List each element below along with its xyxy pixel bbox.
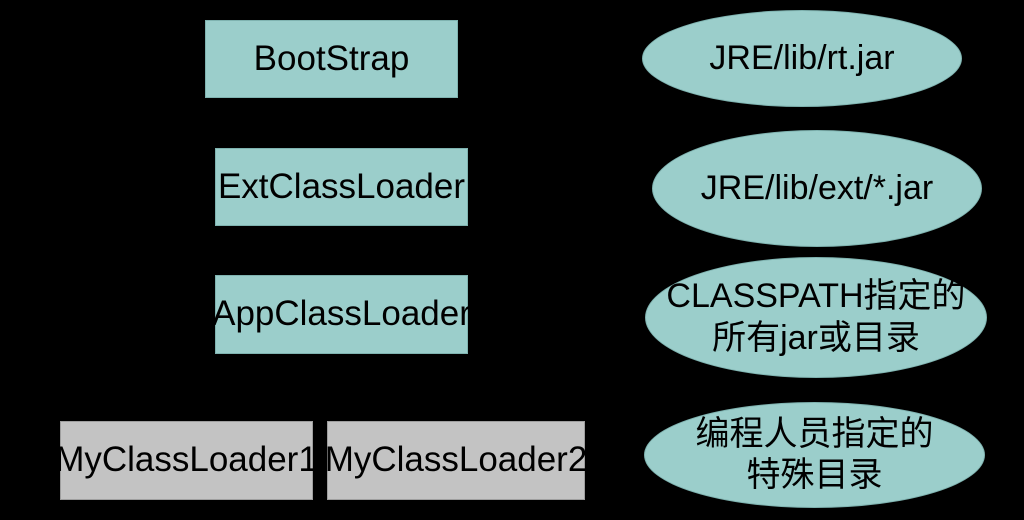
ellipse-jre-rt-jar: JRE/lib/rt.jar bbox=[642, 10, 962, 107]
ellipse-jre-ext-jar: JRE/lib/ext/*.jar bbox=[652, 130, 982, 247]
ellipse-programmer-special-dirs-line2: 特殊目录 bbox=[746, 456, 883, 494]
node-myclassloader1: MyClassLoader1 bbox=[55, 421, 318, 500]
ellipse-jre-rt-jar-label: JRE/lib/rt.jar bbox=[709, 38, 895, 77]
node-extclassloader-label: ExtClassLoader bbox=[217, 166, 466, 206]
ellipse-classpath-dirs: CLASSPATH指定的 所有jar或目录 bbox=[645, 257, 987, 378]
node-bootstrap: BootStrap bbox=[205, 20, 458, 98]
node-myclassloader1-label: MyClassLoader1 bbox=[55, 440, 318, 480]
node-extclassloader: ExtClassLoader bbox=[215, 148, 468, 226]
ellipse-programmer-special-dirs: 编程人员指定的 特殊目录 bbox=[644, 402, 985, 508]
node-appclassloader-label: AppClassLoader bbox=[212, 294, 471, 334]
node-appclassloader: AppClassLoader bbox=[212, 275, 471, 354]
ellipse-jre-ext-jar-label: JRE/lib/ext/*.jar bbox=[700, 168, 934, 207]
node-bootstrap-label: BootStrap bbox=[253, 38, 410, 78]
ellipse-classpath-dirs-line1: CLASSPATH指定的 bbox=[666, 277, 966, 316]
ellipse-programmer-special-dirs-line1: 编程人员指定的 bbox=[695, 414, 934, 453]
node-myclassloader2-label: MyClassLoader2 bbox=[324, 440, 588, 480]
node-myclassloader2: MyClassLoader2 bbox=[324, 421, 588, 500]
ellipse-classpath-dirs-line2: 所有jar或目录 bbox=[712, 318, 920, 357]
